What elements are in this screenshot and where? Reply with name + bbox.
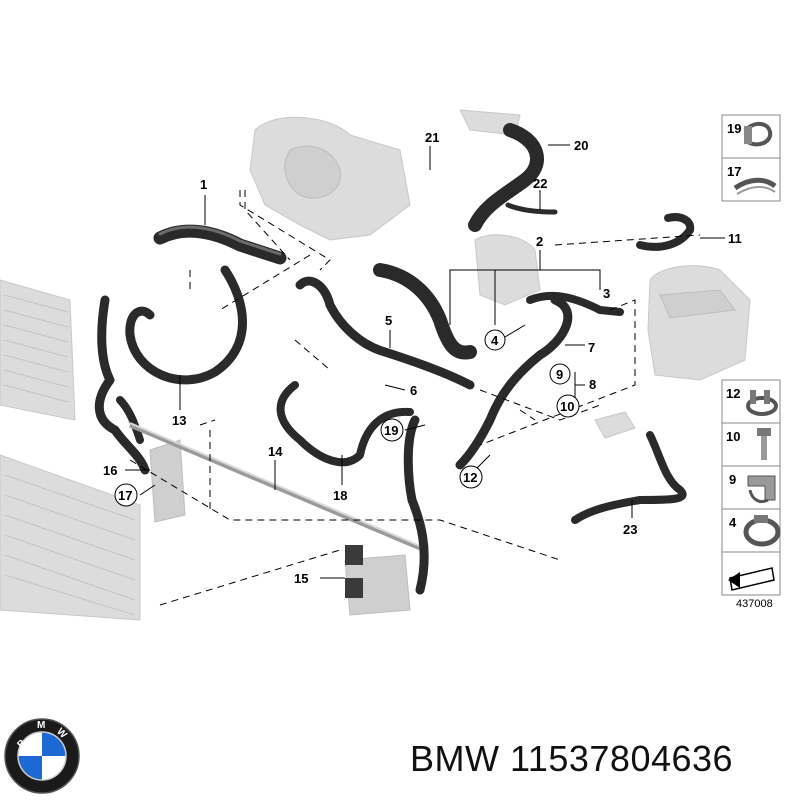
logo-letter-m: M (37, 720, 45, 731)
callout-3: 3 (603, 286, 610, 301)
callout-12: 12 (463, 470, 477, 485)
callout-1: 1 (200, 177, 207, 192)
clip-strip-icon (733, 177, 777, 195)
leader-lines (125, 144, 725, 579)
callout-9: 9 (556, 367, 563, 382)
legend-label-9: 9 (729, 472, 736, 487)
callout-19: 19 (384, 423, 398, 438)
legend-label-4: 4 (729, 515, 737, 530)
bolt-icon (757, 428, 771, 460)
callout-18: 18 (333, 488, 347, 503)
callout-22: 22 (533, 176, 547, 191)
callout-15: 15 (294, 571, 308, 586)
part-caption: BMW 11537804636 (410, 738, 733, 780)
callout-23: 23 (623, 522, 637, 537)
callout-17: 17 (118, 488, 132, 503)
legend-top: 19 17 (721, 114, 781, 202)
brand-name: BMW (410, 738, 500, 779)
callout-7: 7 (588, 340, 595, 355)
callouts: 1 2 3 4 5 6 7 8 9 10 11 12 13 14 15 16 1… (103, 130, 742, 586)
callout-16: 16 (103, 463, 117, 478)
reference-arrow-icon (728, 567, 775, 591)
band-clamp-icon (743, 515, 781, 547)
legend-label-17: 17 (727, 164, 741, 179)
legend-label-12: 12 (726, 386, 740, 401)
callout-6: 6 (410, 383, 417, 398)
callout-4: 4 (491, 333, 499, 348)
callout-8: 8 (589, 377, 596, 392)
callout-14: 14 (268, 444, 283, 459)
diagram-reference-number: 437008 (736, 598, 773, 610)
hose-clamp-icon (744, 121, 773, 147)
bmw-roundel-logo: B M W (4, 718, 80, 794)
legend-label-19: 19 (727, 121, 741, 136)
bracket-clip-icon (747, 475, 776, 504)
ghost-components (0, 109, 751, 621)
callout-20: 20 (574, 138, 588, 153)
part-number: 11537804636 (510, 738, 734, 779)
callout-2: 2 (536, 234, 543, 249)
spring-clamp-icon (746, 390, 778, 416)
callout-5: 5 (385, 313, 392, 328)
callout-21: 21 (425, 130, 439, 145)
legend-label-10: 10 (726, 429, 740, 444)
legend-bottom: 12 10 9 4 (721, 379, 781, 596)
callout-10: 10 (560, 399, 574, 414)
callout-13: 13 (172, 413, 186, 428)
callout-11: 11 (728, 231, 742, 246)
dashed-lines (129, 190, 701, 606)
